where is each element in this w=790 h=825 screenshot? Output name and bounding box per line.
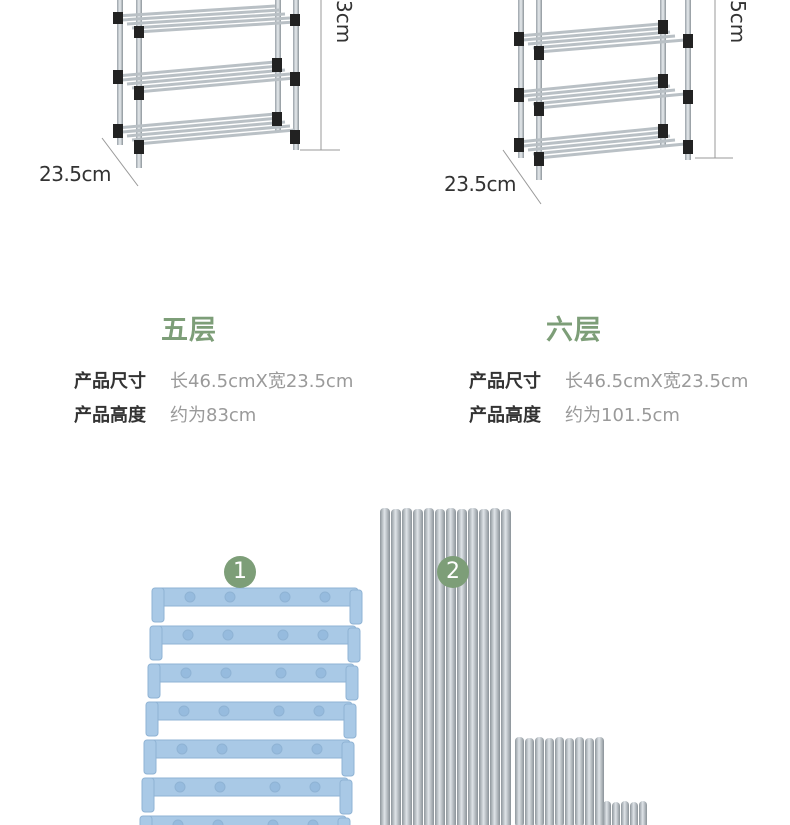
spec-key: 产品高度: [74, 405, 146, 426]
six-tier-size-row: 产品尺寸 长46.5cmX宽23.5cm: [469, 367, 748, 393]
steel-tube: [457, 509, 467, 825]
steel-tube: [525, 738, 534, 825]
five-tier-rack-illustration: [101, 0, 340, 187]
right-depth-label: 23.5cm: [444, 172, 517, 196]
five-tier-height-row: 产品高度 约为83cm: [74, 401, 256, 427]
steel-tube: [555, 737, 564, 825]
steel-tube: [515, 737, 524, 825]
steel-tube-parts-image: [380, 508, 647, 825]
spec-key: 产品尺寸: [74, 371, 146, 392]
steel-tube: [621, 801, 629, 825]
steel-tube: [630, 802, 638, 825]
spec-key: 产品尺寸: [469, 371, 541, 392]
steel-tube: [435, 509, 445, 825]
steel-tube: [468, 508, 478, 825]
steel-tube: [413, 509, 423, 825]
steel-tube: [424, 508, 434, 825]
steel-tube: [490, 508, 500, 825]
steel-tube: [603, 801, 611, 825]
blue-connector-parts-image: [139, 587, 363, 825]
left-height-label: 3cm: [332, 0, 356, 44]
steel-tube: [545, 738, 554, 825]
right-height-label: 5cm: [726, 0, 750, 44]
spec-key: 产品高度: [469, 405, 541, 426]
spec-value: 长46.5cmX宽23.5cm: [565, 371, 749, 392]
spec-value: 约为101.5cm: [565, 405, 680, 426]
steel-tube: [612, 802, 620, 825]
steel-tube: [565, 738, 574, 825]
steel-tube: [391, 509, 401, 825]
steel-tube: [380, 508, 390, 825]
part-number-badge-2: 2: [437, 556, 469, 588]
steel-tube: [402, 508, 412, 825]
steel-tube: [479, 509, 489, 825]
spec-value: 长46.5cmX宽23.5cm: [170, 371, 354, 392]
six-tier-rack-illustration: [502, 0, 733, 205]
five-tier-size-row: 产品尺寸 长46.5cmX宽23.5cm: [74, 367, 353, 393]
five-tier-title: 五层: [161, 315, 217, 346]
left-depth-label: 23.5cm: [39, 162, 112, 186]
spec-value: 约为83cm: [170, 405, 257, 426]
steel-tube: [535, 737, 544, 825]
steel-tube: [575, 737, 584, 825]
steel-tube: [585, 738, 594, 825]
steel-tube: [595, 737, 604, 825]
six-tier-title: 六层: [546, 315, 602, 346]
six-tier-height-row: 产品高度 约为101.5cm: [469, 401, 680, 427]
steel-tube: [639, 801, 647, 825]
part-number-badge-1: 1: [224, 556, 256, 588]
steel-tube: [501, 509, 511, 825]
